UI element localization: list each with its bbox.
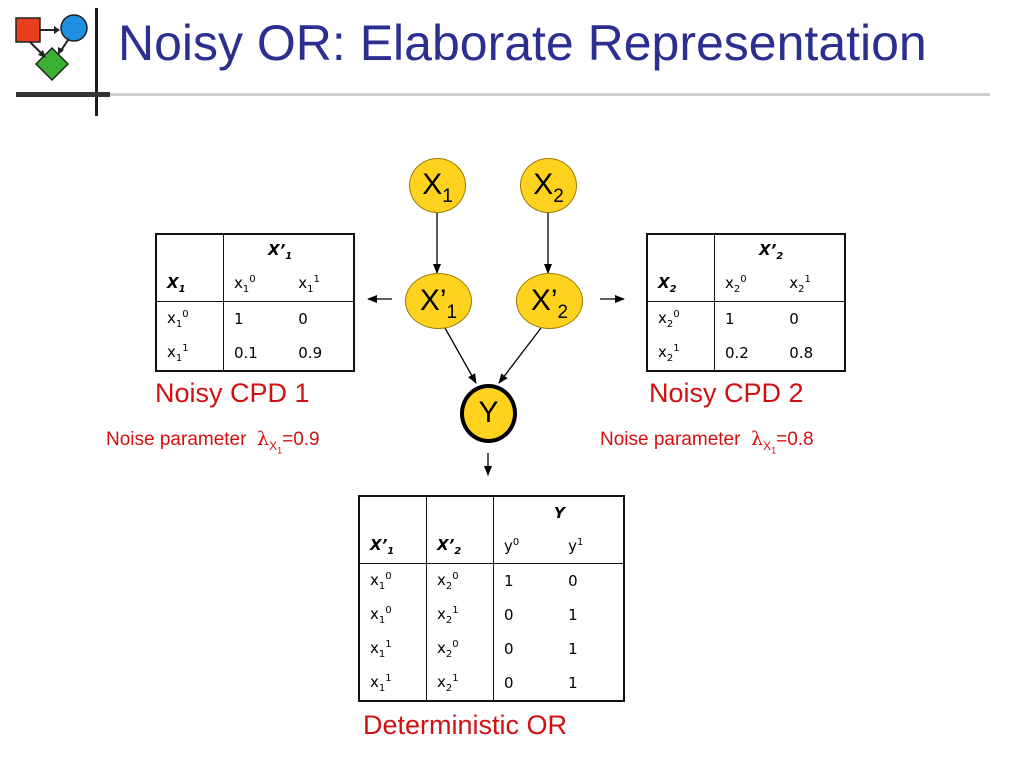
deterministic-or-table: Y X’1 X’2 y0 y1 x10 x20 1 0 x10 x21 0 1 … xyxy=(358,495,625,702)
cpd2-row-var: X2 xyxy=(647,267,715,302)
or-header-b: X’2 xyxy=(426,529,494,564)
or-caption: Deterministic OR xyxy=(363,710,568,740)
header-rule-light xyxy=(110,93,990,96)
table-row: x10 x21 0 1 xyxy=(359,598,624,632)
network-logo-icon xyxy=(14,12,92,86)
header-rule-dark xyxy=(16,92,110,97)
node-x2-label: X xyxy=(533,168,554,201)
cpd2-col-0: x20 xyxy=(714,267,780,302)
node-xp1: X’1 xyxy=(405,273,472,329)
node-x1-sub: 1 xyxy=(442,186,453,207)
node-x1-label: X xyxy=(422,168,443,201)
cpd1-caption: Noisy CPD 1 xyxy=(155,378,310,408)
cpd1-col-1: x11 xyxy=(288,267,354,302)
noisy-cpd-2-table: X’2 X2 x20 x21 x20 1 0 x21 0.2 0.8 xyxy=(646,233,846,372)
table-row: x20 1 0 xyxy=(647,301,845,336)
cpd1-row-var: X1 xyxy=(156,267,224,302)
header-vertical-rule xyxy=(95,8,98,116)
cpd2-col-1: x21 xyxy=(779,267,845,302)
cpd1-noise-parameter: Noise parameter λX1=0.9 xyxy=(106,428,320,456)
node-x1: X1 xyxy=(409,158,466,213)
cpd1-col-0: x10 xyxy=(223,267,289,302)
node-xp2-label: X’ xyxy=(530,284,558,317)
or-y0: y0 xyxy=(493,529,559,564)
edge-xp2-y xyxy=(498,327,542,384)
node-xp1-sub: 1 xyxy=(446,302,458,323)
node-y-label: Y xyxy=(478,396,499,429)
node-x2-sub: 2 xyxy=(553,186,564,207)
table-row: x11 0.1 0.9 xyxy=(156,336,354,371)
node-xp1-label: X’ xyxy=(419,284,447,317)
or-header-a: X’1 xyxy=(359,529,427,564)
table-row: x10 1 0 xyxy=(156,301,354,336)
noisy-cpd-1-table: X’1 X1 x10 x11 x10 1 0 x11 0.1 0.9 xyxy=(155,233,355,372)
node-y: Y xyxy=(460,384,517,443)
table-row: x10 x20 1 0 xyxy=(359,563,624,598)
cpd2-noise-parameter: Noise parameter λX1=0.8 xyxy=(600,428,814,456)
table-row: x11 x21 0 1 xyxy=(359,666,624,701)
slide-title: Noisy OR: Elaborate Representation xyxy=(118,15,927,71)
table-row: x11 x20 0 1 xyxy=(359,632,624,666)
table-row: x21 0.2 0.8 xyxy=(647,336,845,371)
edge-xp1-y xyxy=(444,327,477,384)
cpd2-caption: Noisy CPD 2 xyxy=(649,378,804,408)
or-col-var: Y xyxy=(493,496,624,529)
or-y1: y1 xyxy=(558,529,624,564)
node-x2: X2 xyxy=(520,158,577,213)
node-xp2: X’2 xyxy=(516,273,583,329)
node-xp2-sub: 2 xyxy=(557,302,569,323)
